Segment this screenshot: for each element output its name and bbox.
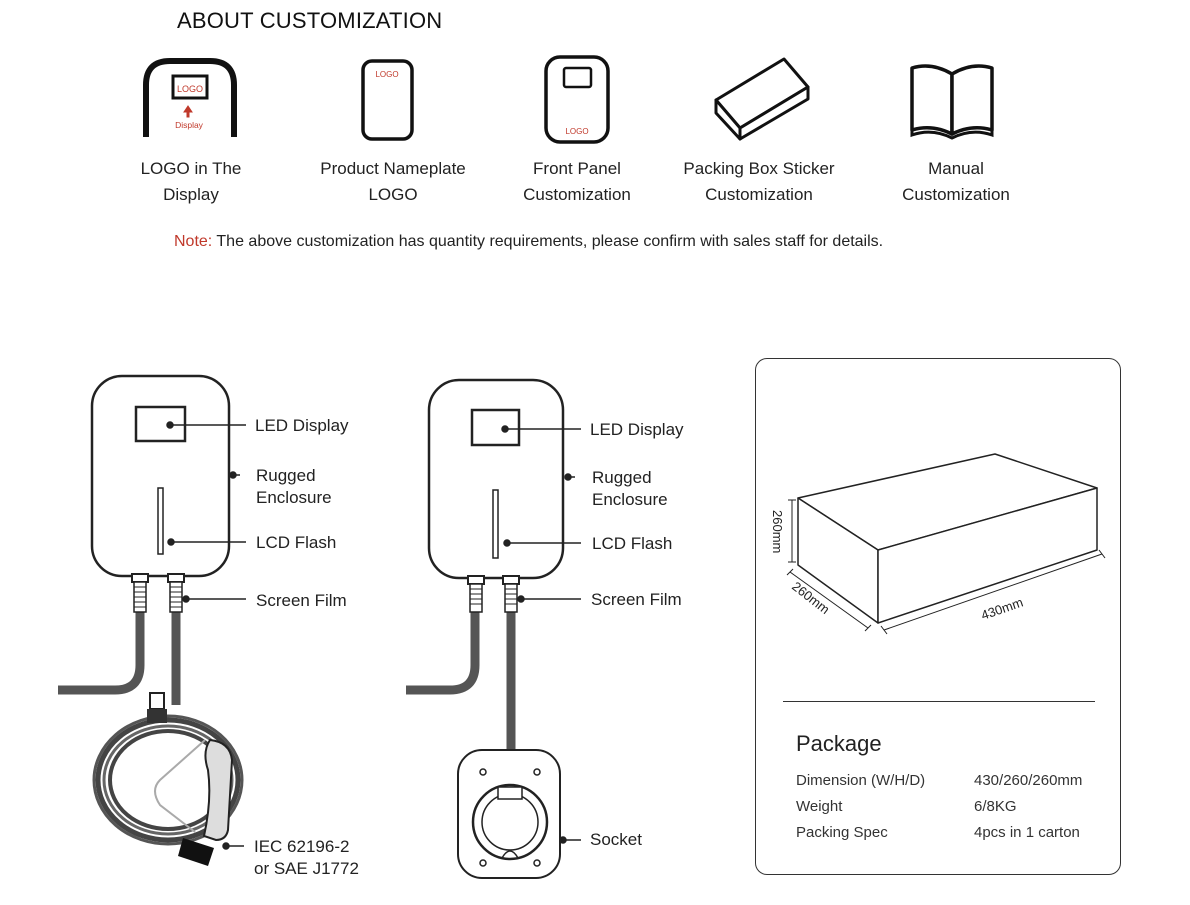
customization-label-line1: Manual	[928, 159, 984, 178]
label-enclosure: Enclosure	[592, 490, 668, 509]
led-display-window	[470, 408, 521, 447]
label-lcd-flash: LCD Flash	[256, 533, 337, 552]
icon-logo-text: LOGO	[177, 84, 203, 94]
spec-label-weight: Weight	[796, 798, 843, 815]
lcd-flash-strip	[157, 487, 164, 555]
label-led-display: LED Display	[590, 420, 684, 439]
spec-label-dimension: Dimension (W/H/D)	[796, 772, 926, 789]
nameplate-icon: LOGO	[361, 59, 414, 141]
note-text: The above customization has quantity req…	[212, 233, 884, 250]
label-screen-film: Screen Film	[256, 591, 347, 610]
box-front	[877, 487, 1098, 624]
section-title: ABOUT CUSTOMIZATION	[177, 8, 443, 33]
label-socket: Socket	[590, 830, 642, 849]
spec-value-dimension: 430/260/260mm	[974, 772, 1083, 789]
label-connector-standard: IEC 62196-2	[254, 837, 350, 856]
customization-item-front-panel: Front Panel Customization	[502, 156, 652, 208]
cable-coil	[95, 717, 241, 843]
front-panel-icon: LOGO	[544, 55, 610, 144]
customization-item-nameplate: Product Nameplate LOGO	[303, 156, 483, 208]
charger-with-cable-diagram	[58, 374, 246, 866]
plug-head	[178, 838, 214, 866]
package-title: Package	[796, 731, 882, 756]
charging-plug	[202, 738, 234, 842]
customization-label-line2: Customization	[523, 185, 631, 204]
label-led-display: LED Display	[255, 416, 349, 435]
label-lcd-flash: LCD Flash	[592, 534, 673, 553]
lcd-flash-strip	[492, 489, 499, 559]
cable-left	[58, 610, 145, 695]
customization-label-line2: LOGO	[368, 185, 418, 204]
cable-hanger	[149, 692, 165, 710]
note-label: Note:	[174, 233, 213, 250]
spec-value-weight: 6/8KG	[974, 798, 1017, 815]
icon-display-text: Display	[175, 120, 204, 130]
customization-label-line2: Customization	[705, 185, 813, 204]
customization-item-manual: Manual Customization	[886, 156, 1026, 208]
customization-item-display-logo: LOGO in The Display	[120, 156, 262, 208]
customization-label-line2: Customization	[902, 185, 1010, 204]
label-enclosure: Enclosure	[256, 488, 332, 507]
manual-book-icon	[910, 64, 994, 140]
label-connector-standard-alt: or SAE J1772	[254, 859, 359, 878]
label-rugged: Rugged	[256, 466, 316, 485]
customization-item-packing-box: Packing Box Sticker Customization	[668, 156, 850, 208]
display-logo-icon: LOGO Display	[143, 58, 237, 137]
label-screen-film: Screen Film	[591, 590, 682, 609]
customization-label-line2: Display	[163, 185, 219, 204]
customization-label-line1: LOGO in The	[140, 159, 242, 178]
icon-logo-text: LOGO	[375, 70, 398, 79]
charger-enclosure	[90, 374, 231, 578]
spec-value-packing: 4pcs in 1 carton	[974, 824, 1080, 841]
charger-with-socket-diagram	[406, 378, 581, 879]
customization-note: Note: The above customization has quanti…	[174, 233, 883, 251]
package-divider	[783, 701, 1095, 702]
cable-left	[406, 610, 480, 695]
led-display-window	[134, 405, 187, 443]
customization-label-line1: Packing Box Sticker	[683, 159, 835, 178]
label-rugged: Rugged	[592, 468, 652, 487]
box-width-label: 430mm	[979, 595, 1025, 623]
box-height-label: 260mm	[770, 510, 785, 553]
package-card	[755, 358, 1121, 875]
package-box-diagram: 260mm 260mm 430mm	[770, 453, 1106, 635]
customization-label-line1: Product Nameplate	[320, 159, 466, 178]
customization-label-line1: Front Panel	[533, 159, 621, 178]
packing-box-icon	[714, 57, 810, 141]
icon-logo-text: LOGO	[565, 127, 588, 136]
spec-label-packing: Packing Spec	[796, 824, 888, 841]
